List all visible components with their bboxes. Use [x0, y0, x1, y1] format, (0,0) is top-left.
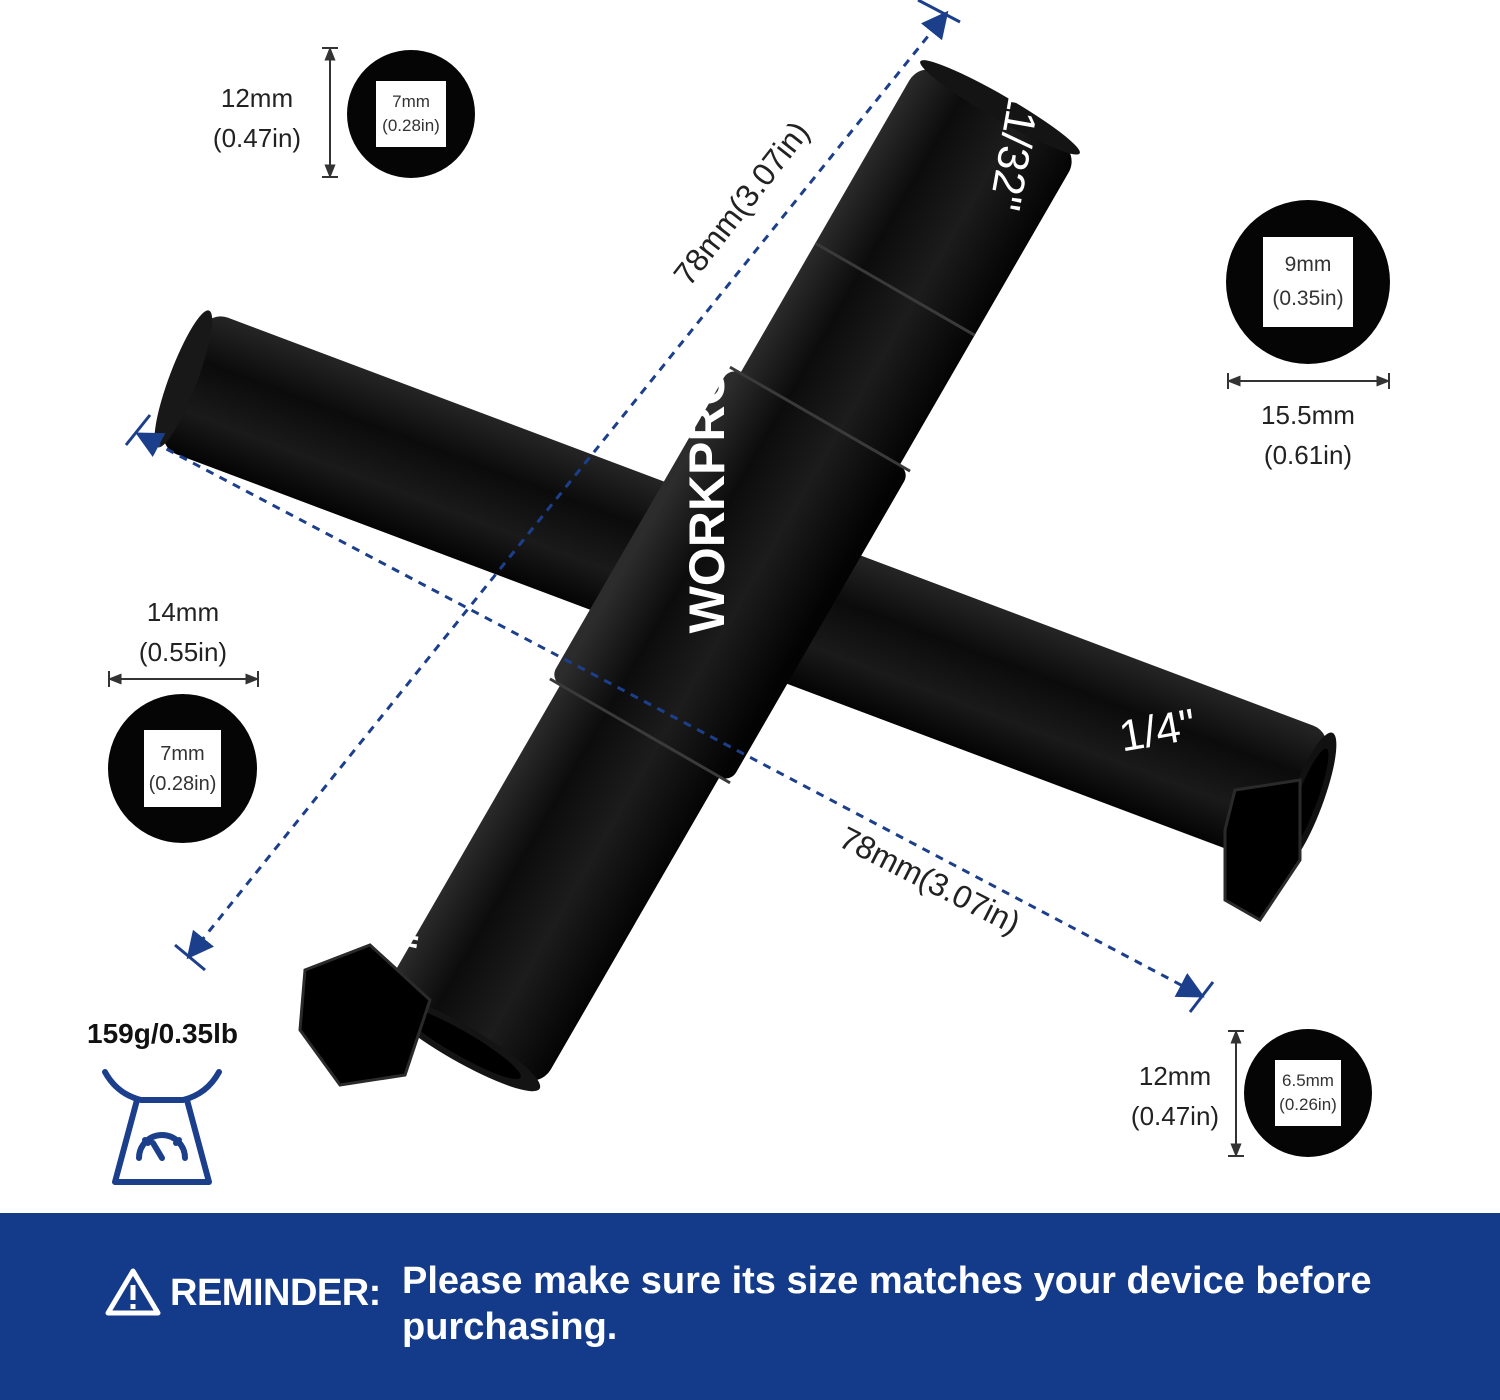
hole-in: (0.28in) [382, 116, 440, 135]
length-tick-cross-left [124, 414, 152, 446]
depth-in: (0.47in) [1130, 1101, 1220, 1131]
reminder-label: REMINDER: [170, 1272, 381, 1314]
hole-mm: 7mm [392, 92, 430, 111]
diameter-in: (0.61in) [1263, 440, 1353, 470]
depth-mm: 12mm [1138, 1061, 1212, 1091]
length-tick-main-bottom [174, 943, 206, 972]
scale-icon [102, 1069, 222, 1185]
depth-line-top-left [322, 46, 338, 179]
depth-text-top-left: 12mm (0.47in) [198, 78, 316, 158]
length-tick-cross-right [1188, 981, 1215, 1013]
socket-hole-diagram-top-left: 7mm (0.28in) [347, 50, 475, 178]
hole-in: (0.35in) [1272, 287, 1344, 310]
hole-in: (0.26in) [1279, 1095, 1337, 1114]
length-line-cross [135, 432, 1205, 998]
depth-line-bottom-right [1228, 1029, 1244, 1158]
length-tick-main-top [917, 0, 961, 24]
depth-text-bottom-right: 12mm (0.47in) [1115, 1056, 1235, 1136]
hole-in: (0.28in) [148, 772, 217, 795]
socket-opening-1-4 [1223, 778, 1302, 922]
depth-in: (0.47in) [212, 123, 302, 153]
hole-square: 9mm (0.35in) [1263, 237, 1353, 327]
tool-illustration: WORKPRO 11/32" 9/32" 1/4" 5/16" 78mm(3.0… [107, 0, 1391, 1158]
hole-square: 7mm (0.28in) [144, 730, 221, 807]
diameter-line-right [1226, 373, 1391, 389]
diameter-text-left: 14mm (0.55in) [118, 592, 248, 672]
hole-mm: 9mm [1284, 253, 1332, 276]
diameter-mm: 14mm [146, 597, 220, 627]
depth-mm: 12mm [220, 83, 294, 113]
diameter-mm: 15.5mm [1261, 400, 1355, 430]
reminder-text: Please make sure its size matches your d… [402, 1260, 1372, 1348]
diameter-line-left [107, 671, 260, 687]
weight-label: 159g/0.35lb [87, 1018, 238, 1049]
hole-square: 7mm (0.28in) [376, 81, 446, 147]
socket-hole-diagram-left: 7mm (0.28in) [108, 694, 257, 843]
brand-label: WORKPRO [679, 367, 735, 634]
hole-square: 6.5mm (0.26in) [1275, 1060, 1341, 1126]
hole-mm: 6.5mm [1282, 1071, 1334, 1090]
length-label-cross: 78mm(3.07in) [834, 819, 1026, 941]
socket-hole-diagram-bottom-right: 6.5mm (0.26in) [1244, 1029, 1372, 1157]
socket-label-9-32: 9/32" [249, 251, 361, 332]
reminder-banner [0, 1213, 1500, 1400]
hole-mm: 7mm [160, 742, 205, 765]
socket-hole-diagram-right: 9mm (0.35in) [1226, 200, 1390, 364]
warning-triangle-icon [105, 1268, 161, 1316]
diameter-text-right: 15.5mm (0.61in) [1238, 395, 1378, 475]
diameter-in: (0.55in) [138, 637, 228, 667]
